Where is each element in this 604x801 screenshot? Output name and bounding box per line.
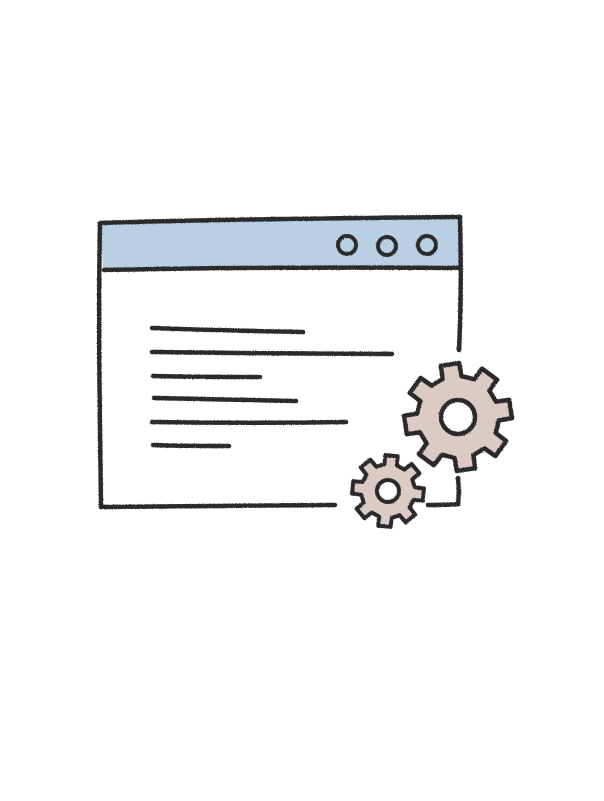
large-gear-icon bbox=[401, 360, 515, 474]
small-gear-icon bbox=[350, 453, 426, 529]
window-control-dot-2 bbox=[376, 235, 398, 257]
text-line-3 bbox=[150, 373, 263, 380]
browser-window bbox=[96, 214, 463, 510]
window-control-dot-1 bbox=[336, 234, 358, 256]
large-gear-hole bbox=[438, 397, 478, 437]
text-line-1 bbox=[149, 325, 306, 335]
text-lines bbox=[149, 325, 395, 449]
window-outline-right-upper bbox=[456, 214, 463, 353]
window-outline-top bbox=[97, 214, 463, 226]
window-outline-left bbox=[96, 220, 104, 510]
text-line-6 bbox=[150, 442, 232, 449]
window-outline-bottom bbox=[98, 502, 338, 510]
window-outline-right-lower bbox=[455, 475, 461, 507]
window-body bbox=[101, 218, 460, 507]
window-titlebar bbox=[101, 218, 460, 271]
text-line-2 bbox=[149, 349, 395, 357]
window-control-dot-3 bbox=[416, 234, 438, 256]
text-line-5 bbox=[149, 419, 349, 425]
text-line-4 bbox=[151, 395, 299, 404]
window-outline-bottom-right bbox=[425, 501, 461, 508]
titlebar-divider bbox=[101, 265, 462, 273]
small-gear-hole bbox=[375, 478, 401, 504]
